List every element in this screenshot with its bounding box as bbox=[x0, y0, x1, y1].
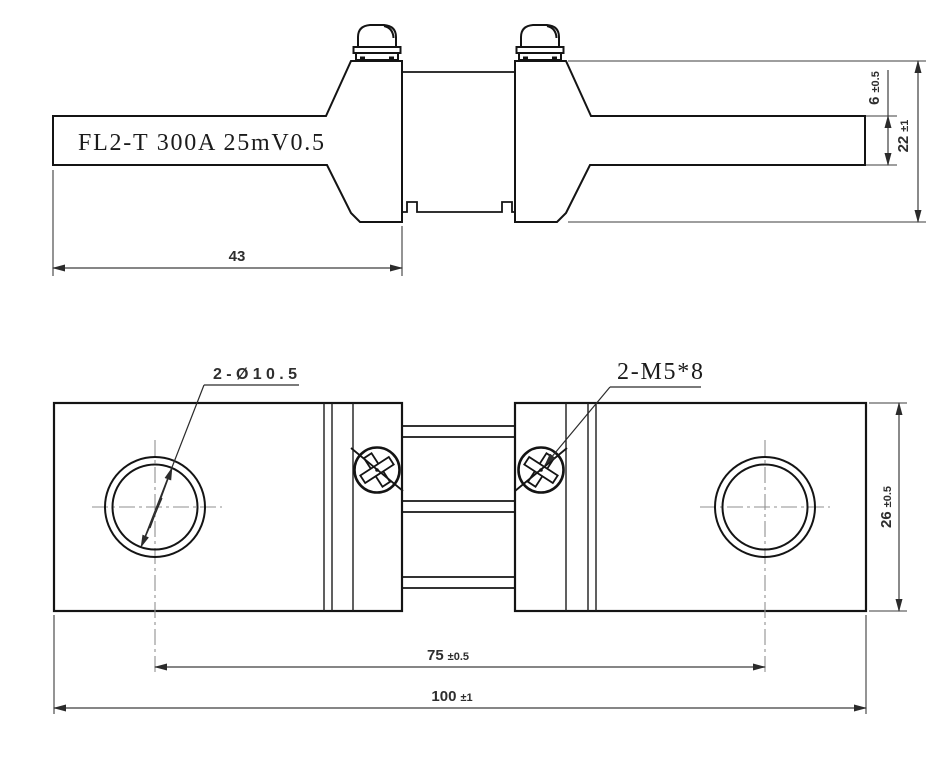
dim-total-height-text: 22±1 bbox=[895, 120, 912, 153]
dim-hole-spacing-text: 75±0.5 bbox=[427, 647, 469, 664]
mounting-hole-left bbox=[104, 456, 206, 558]
plan-right-block-edges bbox=[565, 403, 597, 611]
terminal-screw-cap-right bbox=[515, 24, 565, 61]
dim-total-height: 22±1 bbox=[568, 60, 926, 223]
dim-blade-length-text: 43 bbox=[229, 248, 246, 265]
dim-blade-thickness: 6±0.5 bbox=[866, 70, 897, 166]
plan-resistive-strips bbox=[402, 425, 515, 589]
dim-width-text: 26±0.5 bbox=[878, 486, 895, 528]
plan-left-block-edges bbox=[323, 403, 354, 611]
dim-overall-length: 100±1 bbox=[53, 615, 867, 714]
dim-overall-length-text: 100±1 bbox=[431, 688, 472, 705]
mounting-hole-right bbox=[714, 456, 816, 558]
side-right-body-outline bbox=[514, 60, 866, 223]
dim-width: 26±0.5 bbox=[869, 402, 907, 612]
sense-screw-left bbox=[350, 446, 404, 494]
plan-view: 2-Ø10.5 2-M5*8 26±0.5 75±0.5 bbox=[52, 359, 907, 714]
terminal-screw-cap-left bbox=[352, 24, 402, 61]
dim-hole-spacing: 75±0.5 bbox=[154, 647, 766, 671]
side-view: FL2-T 300A 25mV0.5 43 6±0.5 22±1 bbox=[52, 24, 926, 276]
side-left-body-outline bbox=[52, 60, 403, 223]
dim-blade-length: 43 bbox=[52, 170, 403, 276]
dim-blade-thickness-text: 6±0.5 bbox=[866, 71, 883, 105]
product-label: FL2-T 300A 25mV0.5 bbox=[78, 130, 324, 156]
side-center-bar bbox=[402, 71, 515, 213]
screws-callout-text: 2-M5*8 bbox=[617, 359, 703, 385]
screws-callout: 2-M5*8 bbox=[544, 359, 703, 466]
